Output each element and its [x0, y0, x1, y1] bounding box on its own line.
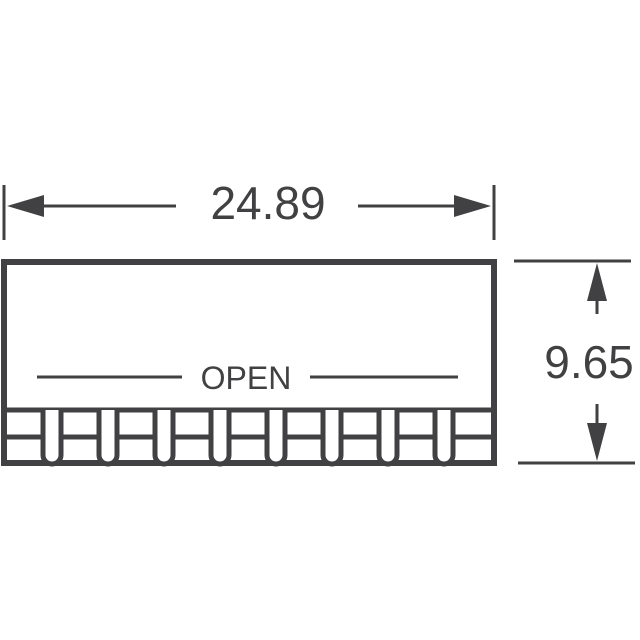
arrow-left-icon: [7, 195, 44, 217]
arrow-up-icon: [587, 263, 607, 301]
arrow-right-icon: [454, 195, 491, 217]
arrow-down-icon: [587, 423, 607, 461]
height-label: 9.65: [544, 336, 634, 388]
height-dimension: [514, 259, 635, 465]
switch-actuator-7: [376, 410, 400, 467]
switch-actuator-8: [432, 410, 456, 467]
switch-actuator-2: [96, 410, 120, 467]
switch-actuator-4: [208, 410, 232, 467]
switch-actuator-6: [320, 410, 344, 467]
actuators: [40, 410, 456, 467]
width-label: 24.89: [210, 177, 325, 229]
switch-body: [1, 259, 497, 466]
switch-actuator-1: [40, 410, 64, 467]
switch-actuator-3: [152, 410, 176, 467]
switch-actuator-5: [264, 410, 288, 467]
body-outline: [1, 259, 497, 466]
width-dimension: [2, 185, 496, 240]
open-label: OPEN: [201, 360, 292, 396]
